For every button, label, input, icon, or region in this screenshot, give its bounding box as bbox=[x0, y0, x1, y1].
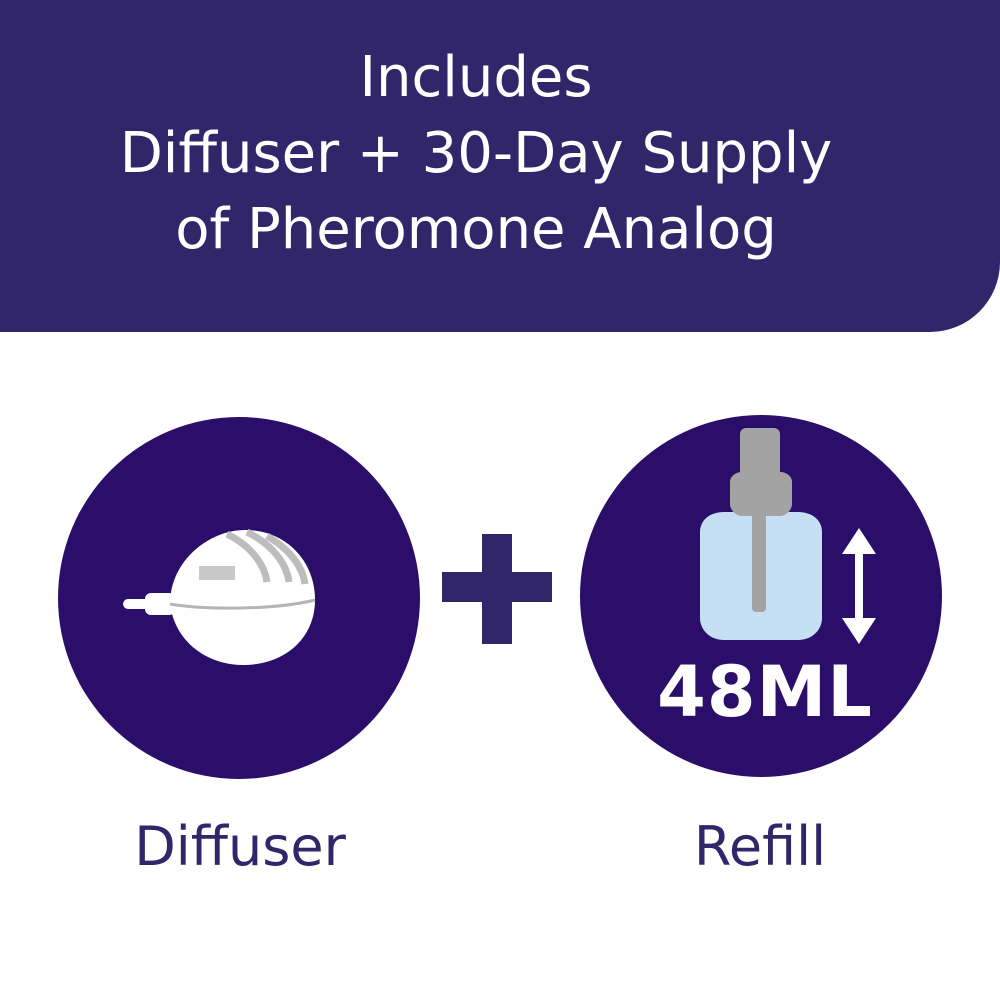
diffuser-icon bbox=[123, 528, 316, 665]
header-line-2: Diffuser + 30-Day Supply bbox=[119, 121, 833, 186]
refill-bottle-icon bbox=[700, 428, 822, 640]
header-line-3: of Pheromone Analog bbox=[175, 197, 777, 262]
header-banner: Includes Diffuser + 30-Day Supply of Phe… bbox=[0, 0, 1000, 332]
refill-volume-badge: 48ML bbox=[657, 651, 873, 733]
header-line-1: Includes bbox=[359, 45, 593, 110]
diffuser-label: Diffuser bbox=[134, 815, 346, 878]
up-down-arrow-icon bbox=[842, 528, 876, 644]
plus-icon bbox=[442, 534, 552, 644]
refill-label: Refill bbox=[693, 815, 827, 878]
header-title: Includes Diffuser + 30-Day Supply of Phe… bbox=[0, 40, 952, 268]
